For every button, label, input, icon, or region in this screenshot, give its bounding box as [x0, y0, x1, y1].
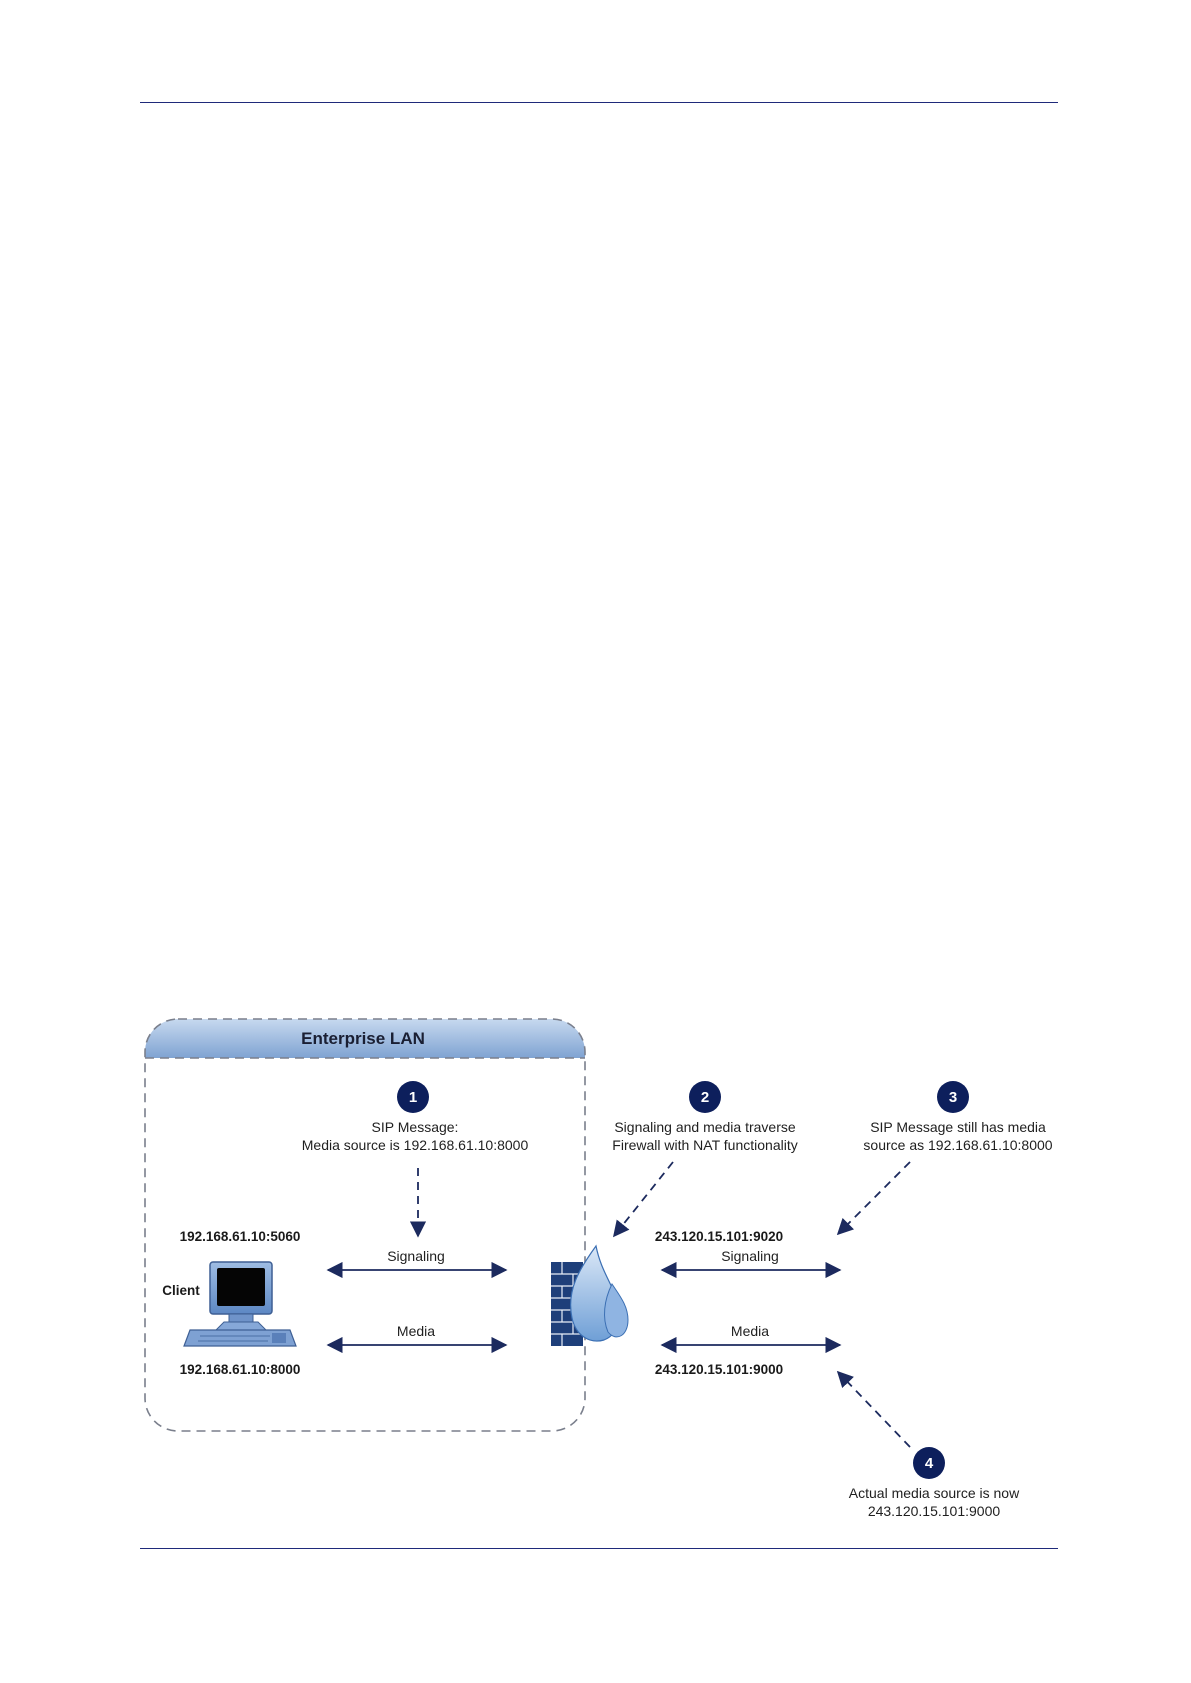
lan-boundary [144, 1018, 586, 1432]
step-2-line-2: Firewall with NAT functionality [612, 1137, 797, 1153]
step-badge [913, 1447, 945, 1479]
step-3-pointer-arrow [836, 1161, 911, 1236]
step-badge [689, 1081, 721, 1113]
public-signaling-address: 243.120.15.101:9020 [655, 1229, 783, 1244]
wan-signaling-label: Signaling [721, 1248, 779, 1264]
step-3: 3 SIP Message still has media source as … [863, 1081, 1053, 1153]
step-2-pointer-arrow [612, 1161, 674, 1238]
lan-media-label: Media [397, 1323, 435, 1339]
step-badge [397, 1081, 429, 1113]
step-3-line-2: source as 192.168.61.10:8000 [863, 1137, 1052, 1153]
lan-title: Enterprise LAN [301, 1029, 425, 1048]
step-4: 4 Actual media source is now 243.120.15.… [849, 1447, 1020, 1519]
client-computer-icon [183, 1261, 297, 1347]
client-signaling-address: 192.168.61.10:5060 [180, 1229, 301, 1244]
lan-header-band [145, 1019, 585, 1058]
public-media-address: 243.120.15.101:9000 [655, 1362, 783, 1377]
lan-signaling-label: Signaling [387, 1248, 445, 1264]
step-number: 2 [701, 1089, 709, 1106]
enterprise-lan-group: Enterprise LAN [144, 1018, 586, 1432]
step-2-line-1: Signaling and media traverse [614, 1119, 796, 1135]
link-arrows [326, 1261, 842, 1354]
step-4-pointer-arrow [836, 1370, 911, 1448]
client-label: Client [162, 1283, 200, 1298]
step-number: 1 [409, 1089, 417, 1106]
step-3-line-1: SIP Message still has media [870, 1119, 1046, 1135]
step-number: 3 [949, 1089, 957, 1106]
header-rule [140, 102, 1058, 103]
step-4-line-1: Actual media source is now [849, 1485, 1020, 1501]
step-2: 2 Signaling and media traverse Firewall … [612, 1081, 798, 1153]
step-badge [937, 1081, 969, 1113]
pointer-arrows [409, 1161, 911, 1448]
step-1-line-1: SIP Message: [372, 1119, 459, 1135]
footer-rule [140, 1548, 1058, 1549]
step-1: 1 SIP Message: Media source is 192.168.6… [302, 1081, 529, 1153]
step-1-line-2: Media source is 192.168.61.10:8000 [302, 1137, 529, 1153]
client-media-address: 192.168.61.10:8000 [180, 1362, 301, 1377]
firewall-icon [551, 1244, 629, 1346]
step-number: 4 [925, 1455, 934, 1472]
step-4-line-2: 243.120.15.101:9000 [868, 1503, 1001, 1519]
wan-media-label: Media [731, 1323, 769, 1339]
